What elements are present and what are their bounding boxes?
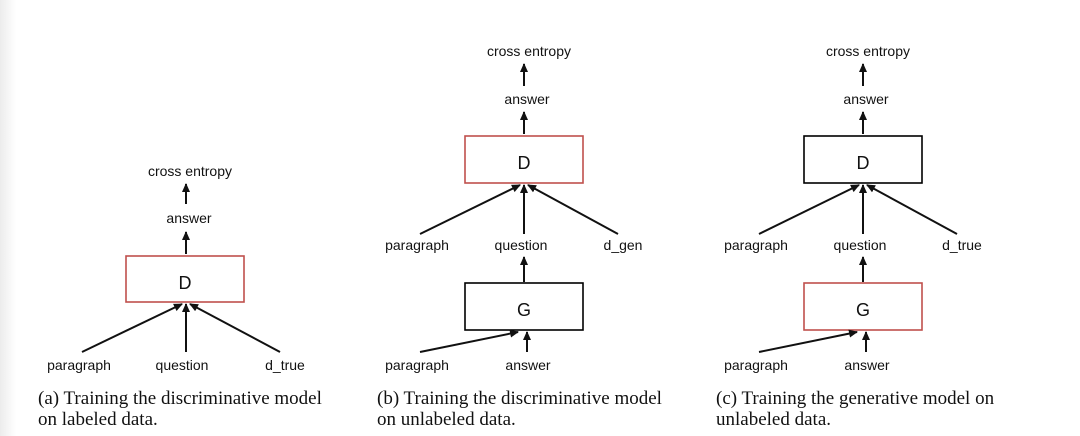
panel-c-g-input-paragraph: paragraph: [724, 357, 788, 373]
panel-c-answer-label: answer: [843, 91, 888, 107]
panel-c-arrow-dtrue-to-d: [866, 184, 958, 235]
panel-b-g-input-answer: answer: [505, 357, 550, 373]
panel-c-input-dtrue: d_true: [942, 237, 982, 253]
panel-c-input-question: question: [834, 237, 887, 253]
panel-c-output-label: cross entropy: [826, 43, 910, 59]
caption-b: (b) Training the discriminative model on…: [377, 388, 707, 430]
caption-b-line-1: (b) Training the discriminative model: [377, 388, 662, 409]
panel-b-arrow-paragraph-to-g: [419, 329, 519, 353]
panel-c-arrow-paragraph-to-g: [758, 329, 858, 353]
caption-a-line-1: (a) Training the discriminative model: [38, 388, 322, 409]
panel-a: cross entropy answer D paragraph questio…: [47, 163, 305, 373]
caption-c: (c) Training the generative model on unl…: [716, 388, 1046, 430]
caption-a: (a) Training the discriminative model on…: [38, 388, 368, 430]
panel-c-g-box-label: G: [856, 300, 870, 320]
panel-b-output-label: cross entropy: [487, 43, 571, 59]
panel-c-input-paragraph: paragraph: [724, 237, 788, 253]
panel-a-output-label: cross entropy: [148, 163, 232, 179]
panel-c-g-input-answer: answer: [844, 357, 889, 373]
panel-b-input-paragraph: paragraph: [385, 237, 449, 253]
panel-b-d-box: [464, 135, 584, 184]
panel-a-arrow-paragraph-to-d: [81, 303, 183, 353]
panel-b: cross entropy answer D paragraph questio…: [385, 43, 642, 373]
panel-b-g-box: [464, 282, 584, 331]
page-edge-shade: [0, 0, 16, 436]
caption-b-line-2: on unlabeled data.: [377, 409, 516, 430]
panel-c-g-box: [803, 282, 923, 331]
caption-c-line-2: unlabeled data.: [716, 409, 832, 430]
panel-b-input-dgen: d_gen: [604, 237, 643, 253]
panel-c-d-box: [803, 135, 923, 184]
caption-c-line-1: (c) Training the generative model on: [716, 388, 995, 409]
panel-a-input-dtrue: d_true: [265, 357, 305, 373]
panel-a-input-question: question: [156, 357, 209, 373]
panel-a-arrow-dtrue-to-d: [189, 303, 281, 353]
panel-b-arrow-paragraph-to-d: [419, 184, 521, 235]
panel-c-arrow-paragraph-to-d: [758, 184, 860, 235]
panel-c-d-box-label: D: [857, 153, 870, 173]
panel-a-d-box: [125, 255, 245, 303]
panel-a-input-paragraph: paragraph: [47, 357, 111, 373]
panel-a-answer-label: answer: [166, 210, 211, 226]
caption-a-line-2: on labeled data.: [38, 409, 158, 430]
panel-b-g-input-paragraph: paragraph: [385, 357, 449, 373]
figure-diagram: cross entropy answer D paragraph questio…: [47, 43, 982, 373]
panel-b-g-box-label: G: [517, 300, 531, 320]
panel-b-input-question: question: [495, 237, 548, 253]
panel-b-answer-label: answer: [504, 91, 549, 107]
panel-b-arrow-dgen-to-d: [527, 184, 619, 235]
panel-c: cross entropy answer D paragraph questio…: [724, 43, 982, 373]
panel-b-d-box-label: D: [518, 153, 531, 173]
panel-a-d-box-label: D: [179, 273, 192, 293]
